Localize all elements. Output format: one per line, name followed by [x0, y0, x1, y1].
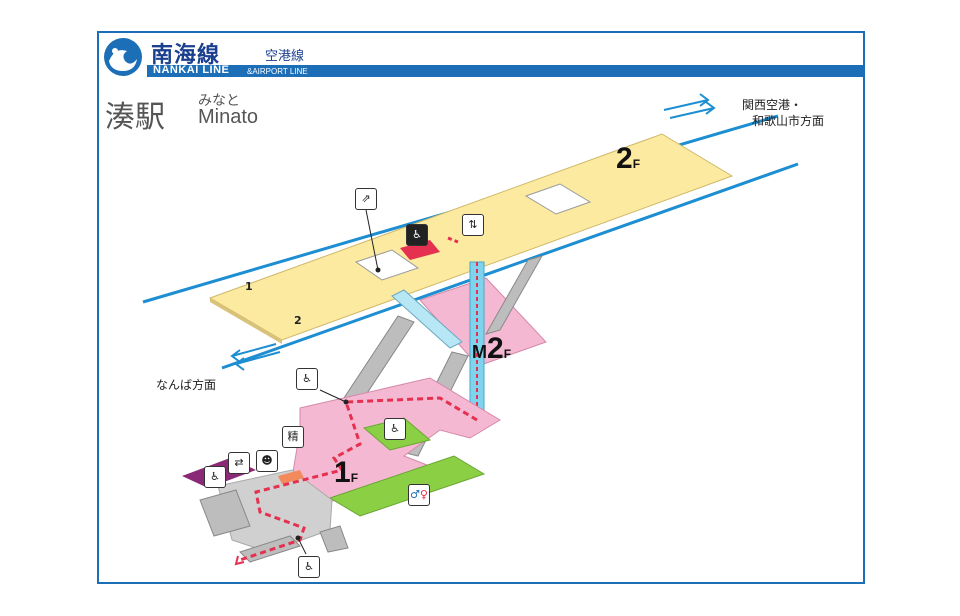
floor-label-1f: 1F: [334, 456, 359, 489]
line-title-en: NANKAI LINE: [153, 64, 230, 76]
line-title: 南海線: [151, 43, 221, 68]
accessible-gate-icon: ♿: [204, 466, 226, 488]
station-kana: みなと: [198, 93, 240, 109]
station-name: 湊駅: [105, 100, 165, 135]
escalator: [391, 289, 463, 349]
stairs-right: [484, 255, 544, 335]
floor-label-2f: 2F: [616, 142, 641, 175]
track-number-1: 1: [245, 280, 253, 293]
track-number-2: 2: [294, 314, 302, 327]
elevator-icon: ⇅: [462, 214, 484, 236]
slope-icon: ♿: [298, 556, 320, 578]
line-subtitle: 空港線: [265, 49, 305, 64]
arrow-namba-direction: [230, 343, 281, 371]
line-subtitle-en: &AIRPORT LINE: [247, 67, 308, 76]
outdoor-green-right: [328, 455, 486, 517]
stairs-bottom-right: [319, 525, 349, 553]
accessible-route: [239, 396, 478, 562]
stairs-bottom-left: [199, 489, 251, 537]
platform-opening-right: [524, 183, 592, 215]
platform-2f-edge: [210, 298, 282, 344]
station-staff-icon: ☻: [256, 450, 278, 472]
header: 南海線 空港線 NANKAI LINE &AIRPORT LINE: [99, 33, 863, 81]
accessible-icon: ♿: [296, 368, 318, 390]
direction-airport-line1: 関西空港・: [742, 98, 803, 112]
wheelchair-icon: ♿: [384, 418, 406, 440]
platform-opening-left: [354, 249, 420, 281]
restroom-icon: ♂♀: [408, 484, 430, 506]
arrow-airport-direction: [663, 93, 716, 119]
brand-bar: [147, 65, 863, 77]
nankai-logo-icon: [104, 38, 142, 76]
ticket-office-box: [400, 240, 440, 260]
floor-label-m2f: M2F: [472, 332, 512, 365]
track-lower: [221, 162, 799, 370]
escalator-icon: ⇗: [355, 188, 377, 210]
accessible-toilet-icon: ♿: [406, 224, 428, 246]
ticket-gate-icon: ⇄: [228, 452, 250, 474]
direction-namba: なんば方面: [156, 378, 217, 392]
direction-airport-line2: 和歌山市方面: [752, 114, 825, 128]
station-romaji: Minato: [198, 106, 259, 128]
fare-adjustment-icon: 精: [282, 426, 304, 448]
